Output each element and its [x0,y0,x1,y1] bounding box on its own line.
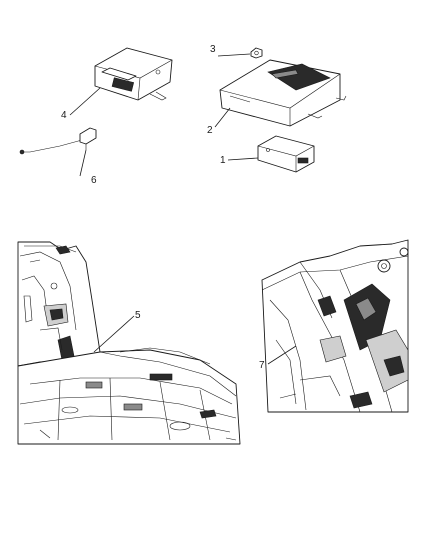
callout-7: 7 [259,360,265,371]
quarter-panel-view-icon [261,239,409,413]
callout-1: 1 [220,155,226,166]
antenna-cable-icon [19,127,97,155]
small-module-icon [257,135,315,173]
cover-module-icon [219,59,347,127]
module-box-icon [94,47,173,101]
nut-icon [250,47,263,59]
callout-4: 4 [61,110,67,121]
callout-3: 3 [210,44,216,55]
callout-6: 6 [91,175,97,186]
callout-5: 5 [135,310,141,321]
trunk-view-icon [17,241,241,445]
callout-2: 2 [207,125,213,136]
